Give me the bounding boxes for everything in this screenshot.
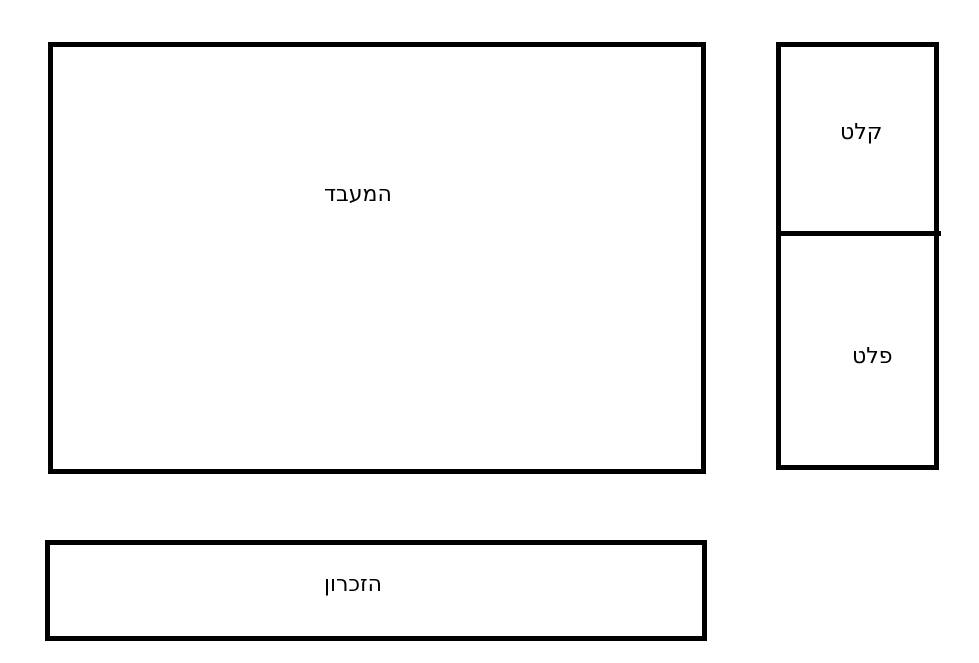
processor-block: [48, 42, 706, 474]
memory-label: הזכרון: [324, 572, 383, 597]
io-divider: [776, 231, 941, 236]
memory-block: [45, 540, 707, 641]
input-label: קלט: [840, 120, 883, 145]
output-label: פלט: [852, 344, 893, 369]
processor-label: המעבד: [324, 182, 392, 207]
io-block: [776, 42, 939, 470]
